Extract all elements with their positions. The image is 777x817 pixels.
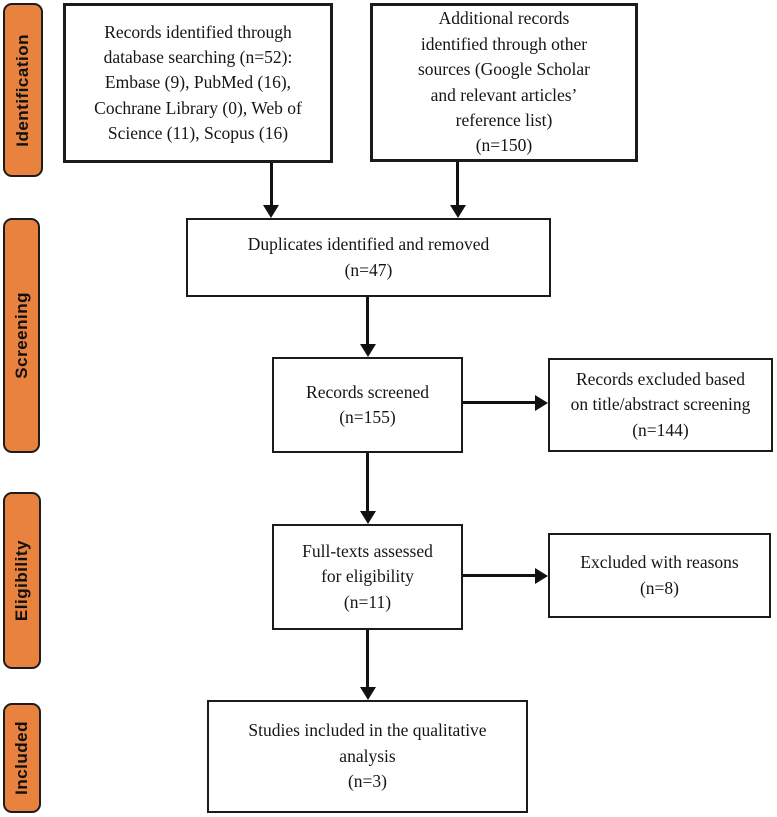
arrow-additional-records-to-duplicates-line <box>456 162 459 207</box>
arrow-screened-to-excluded-head <box>535 395 548 411</box>
box-duplicates-removed-text: Duplicates identified and removed (n=47) <box>247 234 490 280</box>
box-excluded-with-reasons-text: Excluded with reasons (n=8) <box>580 552 739 598</box>
box-studies-included: Studies included in the qualitative anal… <box>207 700 528 813</box>
box-records-identified: Records identified through database sear… <box>63 3 333 163</box>
stage-eligibility-label: Eligibility <box>12 539 31 622</box>
box-duplicates-removed: Duplicates identified and removed (n=47) <box>186 218 551 297</box>
arrow-duplicates-to-screened-line <box>366 297 369 346</box>
stage-identification-label: Identification <box>13 33 32 147</box>
box-studies-included-text: Studies included in the qualitative anal… <box>248 720 487 792</box>
stage-screening: Screening <box>3 218 40 453</box>
box-records-screened-text: Records screened (n=155) <box>306 381 429 427</box>
box-records-excluded-screening-text: Records excluded based on title/abstract… <box>570 368 751 440</box>
stage-identification: Identification <box>3 3 43 177</box>
box-additional-records-text: Additional records identified through ot… <box>417 8 591 156</box>
arrow-screened-to-fulltext-line <box>366 453 369 513</box>
box-excluded-with-reasons: Excluded with reasons (n=8) <box>548 533 771 618</box>
box-fulltexts-assessed-text: Full-texts assessed for eligibility (n=1… <box>302 540 433 612</box>
arrow-duplicates-to-screened-head <box>360 344 376 357</box>
arrow-fulltext-to-included-head <box>360 687 376 700</box>
arrow-additional-records-to-duplicates-head <box>450 205 466 218</box>
box-records-excluded-screening: Records excluded based on title/abstract… <box>548 358 773 452</box>
arrow-fulltext-to-excluded-reasons-head <box>535 568 548 584</box>
box-additional-records: Additional records identified through ot… <box>370 3 638 162</box>
arrow-screened-to-excluded-line <box>463 401 536 404</box>
stage-included-label: Included <box>12 721 31 795</box>
box-records-identified-text: Records identified through database sear… <box>94 21 302 144</box>
arrow-records-identified-to-duplicates-head <box>263 205 279 218</box>
stage-eligibility: Eligibility <box>3 492 41 669</box>
arrow-fulltext-to-excluded-reasons-line <box>463 574 536 577</box>
arrow-fulltext-to-included-line <box>366 630 369 689</box>
arrow-records-identified-to-duplicates-line <box>270 163 273 207</box>
box-fulltexts-assessed: Full-texts assessed for eligibility (n=1… <box>272 524 463 630</box>
box-records-screened: Records screened (n=155) <box>272 357 463 453</box>
stage-included: Included <box>3 703 41 813</box>
stage-screening-label: Screening <box>11 292 31 379</box>
arrow-screened-to-fulltext-head <box>360 511 376 524</box>
